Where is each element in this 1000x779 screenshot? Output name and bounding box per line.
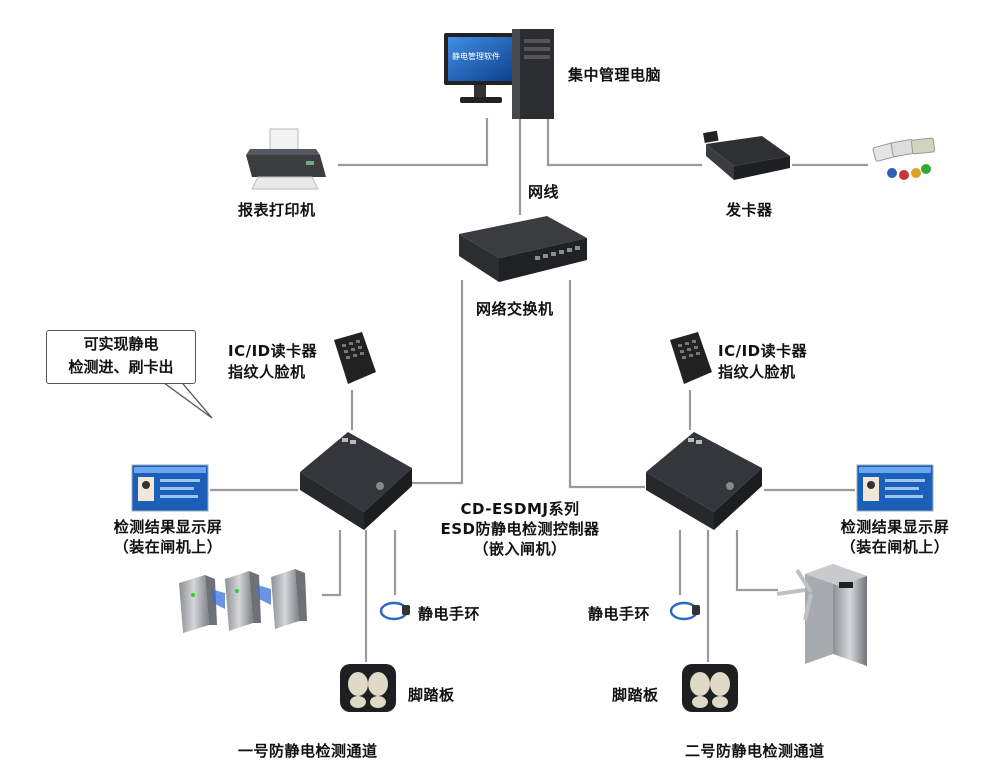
wrist-strap-right-label: 静电手环 (588, 605, 651, 623)
printer-label: 报表打印机 (238, 201, 316, 219)
display-left-device (130, 463, 210, 513)
reader-right-device (664, 330, 716, 388)
controller-label-1: CD-ESDMJ系列 (460, 500, 580, 518)
printer-device (240, 125, 330, 195)
controller-right-device (642, 428, 766, 532)
callout-line-2: 检测进、刷卡出 (68, 358, 174, 376)
network-switch-label: 网络交换机 (476, 300, 554, 318)
controller-left-device (296, 428, 416, 532)
network-switch-device (455, 212, 590, 284)
feature-callout: 可实现静电 检测进、刷卡出 (46, 330, 196, 384)
reader-right-label-1: IC/ID读卡器 (718, 342, 808, 360)
reader-left-label-2: 指纹人脸机 (228, 363, 306, 381)
controller-label-2: ESD防静电检测控制器 (440, 520, 600, 538)
wrist-strap-left-label: 静电手环 (418, 605, 481, 623)
channel-2-title: 二号防静电检测通道 (685, 742, 825, 760)
foot-plate-left-device (338, 662, 398, 714)
cards-and-fobs (868, 135, 943, 185)
display-left-label-1: 检测结果显示屏 (113, 518, 223, 536)
card-issuer-device (700, 130, 795, 190)
display-right-label-1: 检测结果显示屏 (840, 518, 950, 536)
reader-right-label-2: 指纹人脸机 (718, 363, 796, 381)
card-issuer-label: 发卡器 (726, 201, 773, 219)
controller-label-3: （嵌入闸机） (473, 540, 567, 558)
display-right-label-2: （装在闸机上） (840, 538, 950, 556)
channel-1-title: 一号防静电检测通道 (238, 742, 378, 760)
network-cable-label: 网线 (528, 183, 560, 201)
central-pc-label: 集中管理电脑 (568, 66, 662, 84)
callout-line-1: 可实现静电 (83, 335, 159, 353)
flap-barrier-gates (175, 565, 325, 635)
display-left-label-2: （装在闸机上） (113, 538, 223, 556)
display-right-device (855, 463, 935, 513)
tripod-turnstile (775, 560, 875, 670)
foot-plate-right-device (680, 662, 740, 714)
wrist-strap-left-icon (378, 599, 414, 623)
foot-plate-left-label: 脚踏板 (408, 686, 455, 704)
foot-plate-right-label: 脚踏板 (612, 686, 659, 704)
central-pc: 静电管理软件 (440, 25, 560, 125)
reader-left-label-1: IC/ID读卡器 (228, 342, 318, 360)
reader-left-device (328, 330, 380, 388)
wrist-strap-right-icon (668, 599, 704, 623)
pc-screen-text: 静电管理软件 (452, 52, 500, 61)
